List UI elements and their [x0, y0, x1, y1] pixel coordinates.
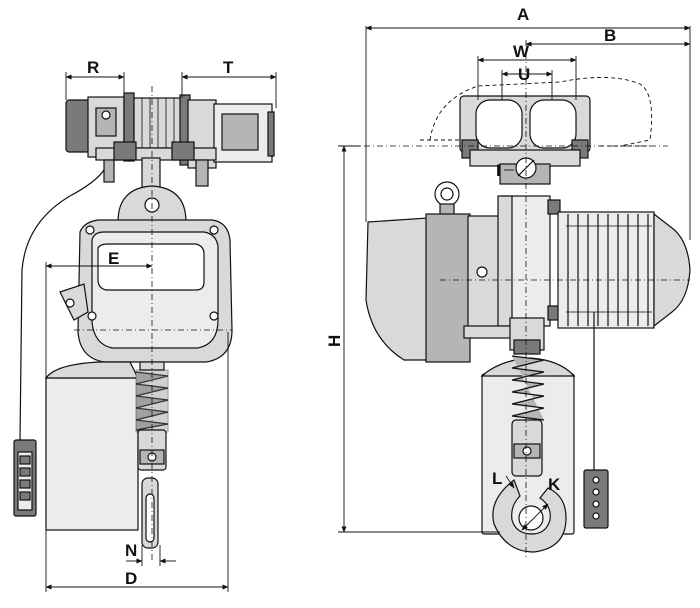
dim-label-i: I [496, 161, 501, 180]
dim-label-u: U [518, 65, 530, 84]
motor-side [557, 211, 691, 329]
dim-label-n: N [125, 541, 137, 560]
dim-label-k: K [548, 475, 561, 494]
dim-label-l: L [492, 469, 502, 488]
hoist-body-front [59, 219, 233, 363]
dim-label-a: A [517, 5, 529, 24]
hoist-body-side [365, 195, 561, 363]
dim-label-e: E [108, 249, 119, 268]
dim-label-h: H [325, 335, 344, 347]
dim-label-d: D [125, 569, 137, 588]
front-view: R T E N D [13, 58, 277, 592]
dim-label-w: W [513, 42, 530, 61]
pendant-side [583, 469, 609, 529]
trolley-front [65, 92, 275, 197]
dim-label-b: B [604, 26, 616, 45]
dim-label-r: R [87, 58, 99, 77]
side-view: A B W U I H L K [325, 5, 691, 560]
chain-bucket [45, 377, 139, 531]
trolley-side [459, 95, 591, 185]
dim-label-t: T [223, 58, 234, 77]
